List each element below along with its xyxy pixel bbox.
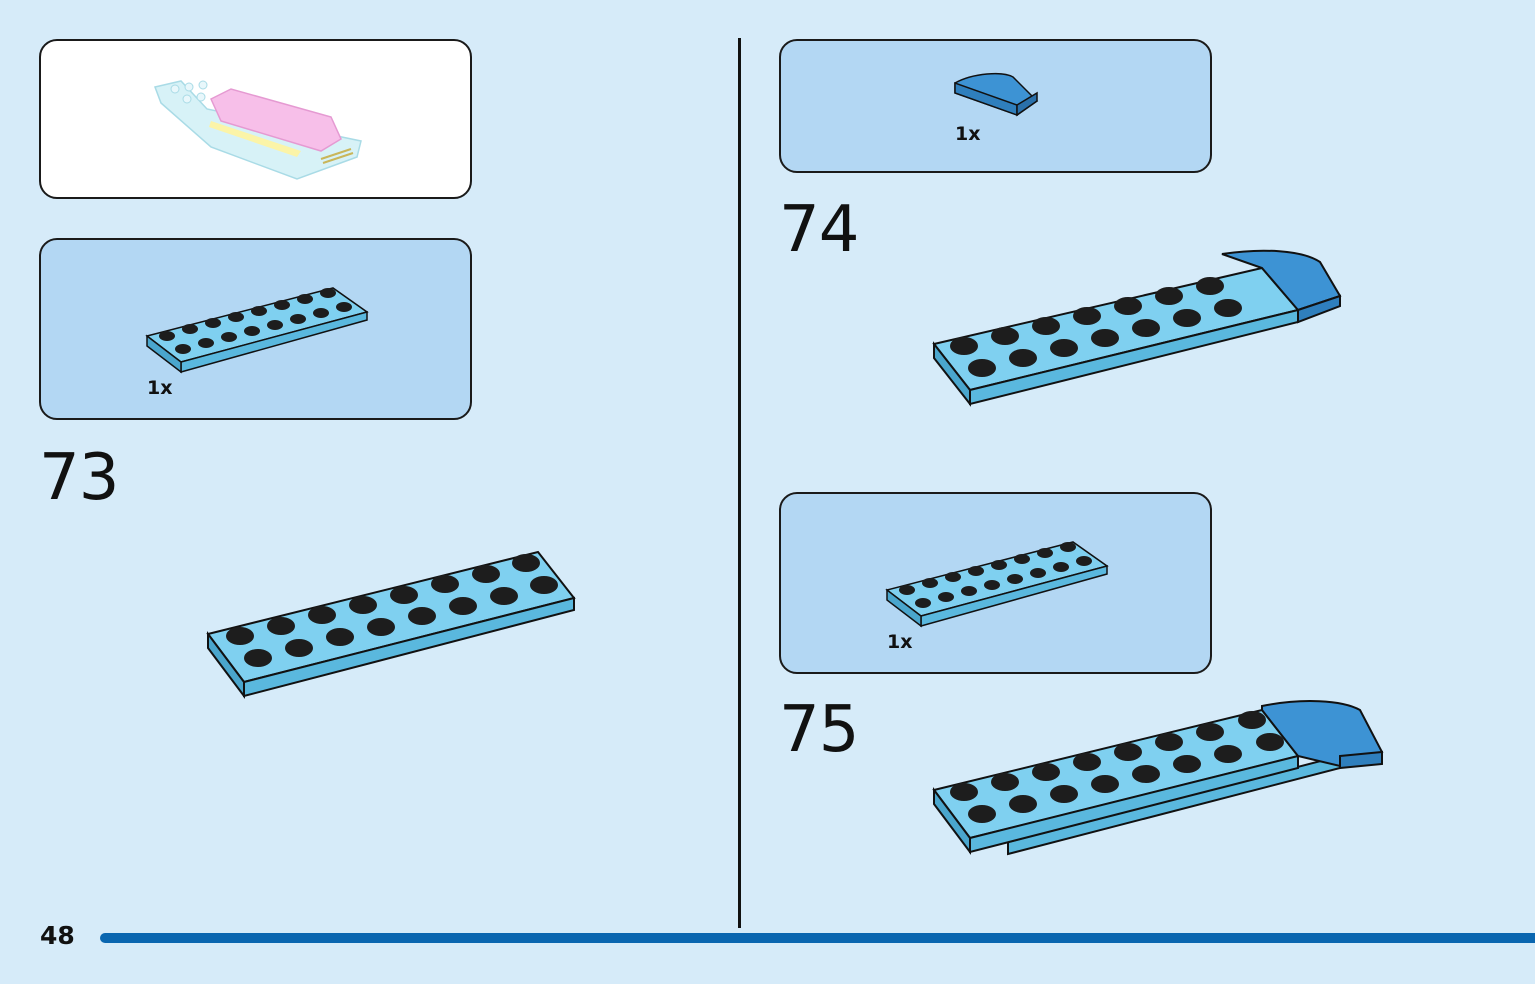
page-number: 48: [40, 921, 75, 950]
sub-assembly-icon: [153, 80, 362, 180]
part-quantity: 1x: [147, 377, 173, 399]
step-number: 73: [39, 441, 119, 515]
page-progress-bar: [100, 933, 1535, 943]
stacked-plates-with-slope-icon: [932, 700, 1384, 856]
plate-2x8-icon: [206, 550, 576, 699]
step-number: 74: [779, 193, 859, 267]
part-quantity: 1x: [887, 631, 913, 653]
part-quantity: 1x: [955, 123, 981, 145]
column-divider: [738, 38, 741, 928]
parts-box-step-75: 1x: [779, 492, 1212, 674]
curved-slope-icon: [954, 72, 1039, 117]
parts-box-step-73: 1x: [39, 238, 472, 420]
step-number: 75: [779, 693, 859, 767]
plate-with-slope-icon: [932, 249, 1342, 407]
parts-box-step-74: 1x: [779, 39, 1212, 173]
sub-assembly-callout: [39, 39, 472, 199]
plate-2x8-icon: [885, 541, 1109, 628]
plate-2x8-icon: [145, 287, 369, 374]
